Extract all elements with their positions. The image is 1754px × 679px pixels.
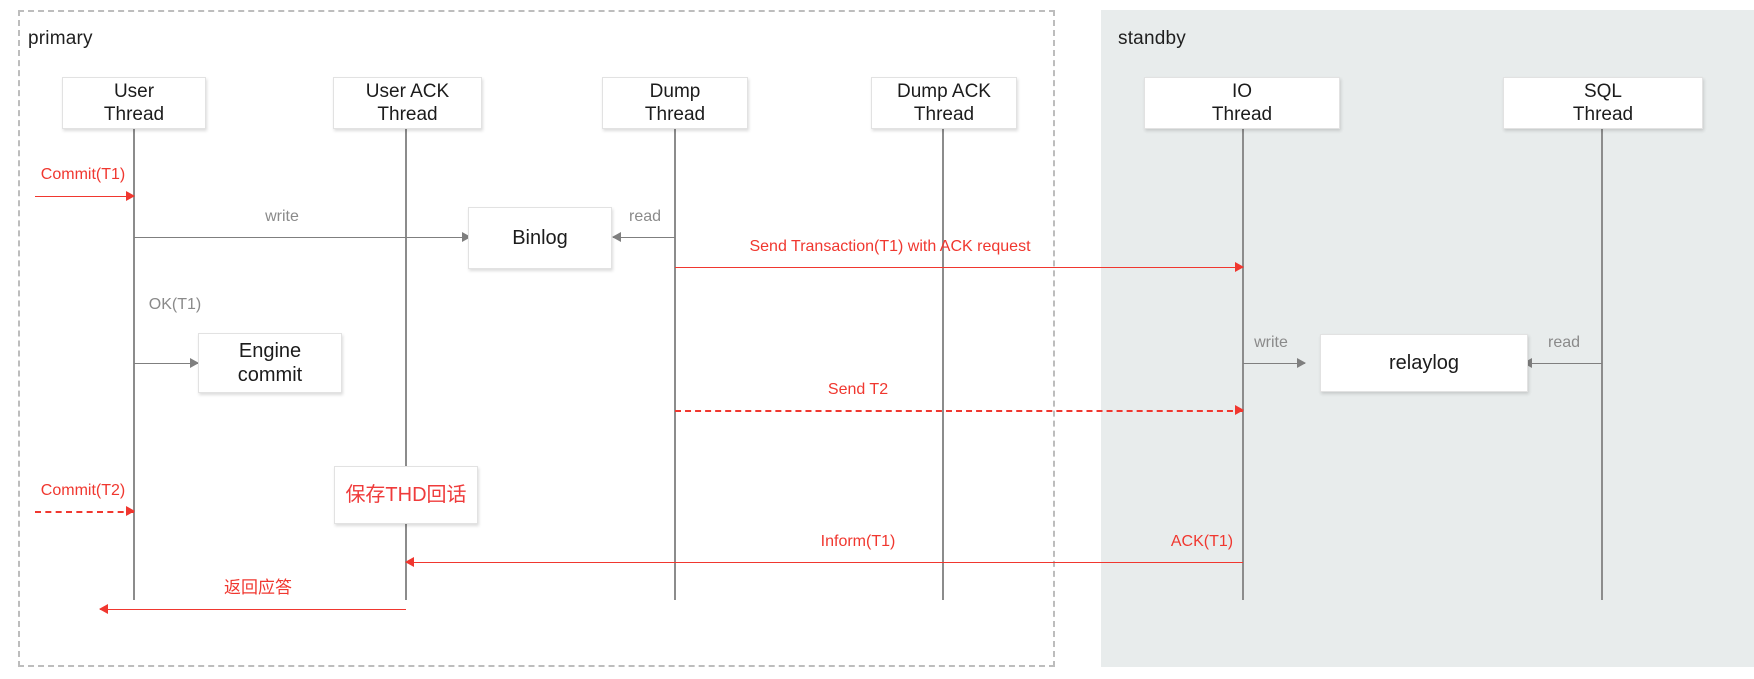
actor-user-thread-line1: User	[113, 80, 155, 102]
lifeline-dump-ack-thread	[942, 128, 944, 600]
message-send-t2-label: Send T2	[827, 381, 889, 398]
lifeline-sql-thread	[1601, 128, 1603, 600]
actor-sql-thread[interactable]: SQL Thread	[1503, 77, 1703, 129]
actor-dump-thread[interactable]: Dump Thread	[602, 77, 748, 129]
actor-user-ack-thread-line1: User ACK	[365, 80, 450, 102]
message-send-transaction-t1-label: Send Transaction(T1) with ACK request	[749, 238, 1031, 255]
artifact-relaylog[interactable]: relaylog	[1320, 334, 1528, 392]
artifact-relaylog-label: relaylog	[1388, 351, 1460, 374]
message-ok-t1-label: OK(T1)	[148, 296, 202, 313]
artifact-engine-commit-line2: commit	[237, 364, 303, 386]
lifeline-io-thread	[1242, 128, 1244, 600]
lifeline-user-thread	[133, 128, 135, 600]
artifact-binlog-label: Binlog	[512, 226, 568, 249]
actor-user-thread-line2: Thread	[103, 104, 165, 125]
actor-dump-thread-line1: Dump	[649, 80, 701, 102]
actor-user-ack-thread-line2: Thread	[377, 104, 438, 125]
message-write-binlog-label: write	[265, 208, 299, 225]
actor-sql-thread-line2: Thread	[1572, 104, 1634, 125]
lifeline-dump-thread	[674, 128, 676, 600]
actor-io-thread[interactable]: IO Thread	[1144, 77, 1340, 129]
artifact-save-thd-session[interactable]: 保存THD回话	[334, 466, 478, 524]
actor-user-ack-thread[interactable]: User ACK Thread	[333, 77, 482, 129]
actor-dump-ack-thread-line2: Thread	[913, 104, 975, 125]
message-inform-t1-label: Inform(T1)	[820, 533, 896, 550]
actor-user-thread[interactable]: User Thread	[62, 77, 206, 129]
artifact-engine-commit[interactable]: Engine commit	[198, 333, 342, 393]
actor-dump-ack-thread-line1: Dump ACK	[897, 80, 991, 102]
artifact-engine-commit-line1: Engine	[238, 339, 302, 362]
actor-io-thread-line2: Thread	[1211, 104, 1273, 125]
region-standby-label: standby	[1118, 28, 1186, 49]
actor-io-thread-line1: IO	[1231, 80, 1253, 102]
lifeline-user-ack-thread	[405, 128, 407, 600]
message-read-relaylog-label: read	[1547, 334, 1581, 351]
actor-dump-ack-thread[interactable]: Dump ACK Thread	[871, 77, 1017, 129]
artifact-binlog[interactable]: Binlog	[468, 207, 612, 269]
actor-dump-thread-line2: Thread	[644, 104, 706, 125]
message-commit-t2-label: Commit(T2)	[40, 482, 126, 499]
message-ack-t1-label: ACK(T1)	[1170, 533, 1234, 550]
artifact-save-thd-session-label: 保存THD回话	[345, 483, 467, 506]
actor-sql-thread-line1: SQL	[1583, 80, 1623, 102]
region-primary-label: primary	[28, 28, 93, 49]
message-commit-t1-label: Commit(T1)	[40, 166, 126, 183]
message-write-relaylog-label: write	[1254, 334, 1288, 351]
message-reply-to-client-label: 返回应答	[224, 578, 292, 597]
message-read-binlog-label: read	[628, 208, 662, 225]
